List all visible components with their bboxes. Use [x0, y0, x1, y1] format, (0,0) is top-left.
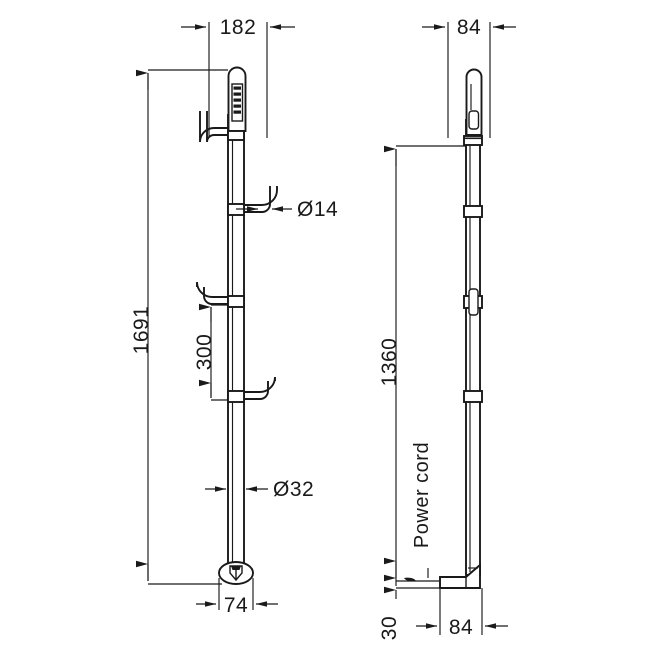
dimension-hook-diameter-label: Ø14 — [297, 198, 338, 221]
side-hook-band-lower — [463, 390, 483, 403]
side-hook-band-upper — [463, 205, 483, 218]
side-hook-band-middle — [463, 288, 483, 316]
side-base-plate — [439, 562, 481, 589]
dimension-hook-diameter: Ø14 — [236, 198, 338, 221]
dimension-182-label: 182 — [220, 16, 257, 39]
dimension-74: 74 — [196, 578, 278, 617]
dimension-84-bottom: 84 — [416, 588, 508, 639]
dimension-84-bottom-label: 84 — [449, 616, 473, 639]
dimension-74-label: 74 — [224, 594, 248, 617]
dimension-30: 30 — [378, 574, 440, 640]
dimension-pole-diameter-label: Ø32 — [273, 478, 314, 501]
side-main-pole — [465, 119, 481, 576]
dimension-30-label: 30 — [378, 616, 401, 640]
dimension-1691: 1691 — [130, 69, 228, 585]
dimension-182: 182 — [181, 16, 295, 138]
dimension-pole-diameter: Ø32 — [205, 478, 314, 501]
dimension-1691-label: 1691 — [130, 306, 153, 355]
shower-holder-arm — [199, 111, 228, 143]
dimension-84-top: 84 — [422, 16, 516, 138]
hook-lower — [227, 376, 276, 403]
dimension-1360-label: 1360 — [378, 338, 401, 387]
control-panel — [227, 66, 247, 141]
dimension-1360: 1360 — [378, 145, 466, 582]
power-cord-label: Power cord — [411, 442, 433, 548]
dimension-300-label: 300 — [193, 334, 216, 371]
main-pole — [227, 114, 245, 574]
base-plate — [218, 561, 254, 585]
dimension-300: 300 — [193, 303, 228, 401]
side-elevation-view: 84 1360 Power cord 30 — [378, 16, 516, 640]
side-bracket-upper — [463, 135, 483, 146]
side-control-panel — [465, 68, 483, 136]
front-elevation-view: 182 1691 300 — [130, 16, 338, 617]
dimension-84-top-label: 84 — [457, 16, 481, 39]
hook-middle — [196, 281, 245, 308]
power-cord-annotation: Power cord — [411, 442, 433, 578]
